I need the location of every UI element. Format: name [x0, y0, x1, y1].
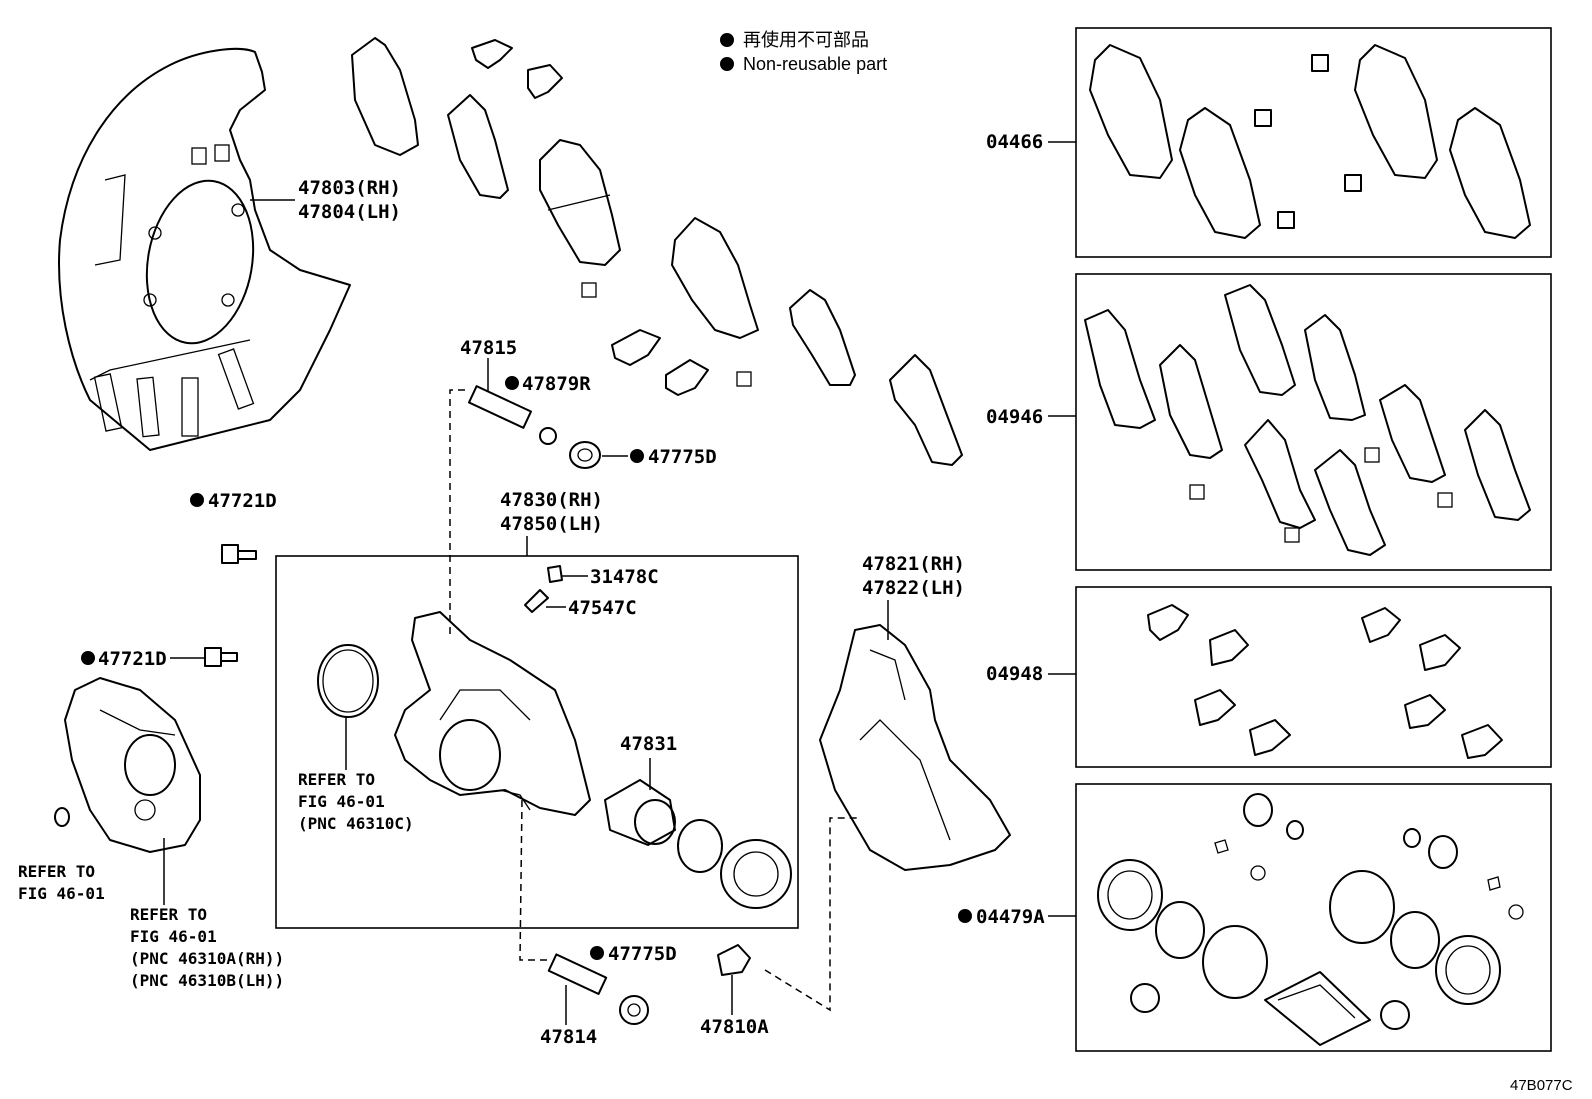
non-reusable-dot-icon: [720, 57, 734, 71]
kit-04948: 04948: [986, 586, 1552, 768]
label-47821: 47821(RH): [862, 553, 965, 575]
legend: 再使用不可部品 Non-reusable part: [720, 30, 887, 74]
label-47721D-left: 47721D: [98, 648, 167, 670]
label-47879R: 47879R: [522, 373, 591, 395]
legend-line-en: Non-reusable part: [743, 54, 887, 74]
kit-04479A: 04479A: [958, 783, 1552, 1052]
non-reusable-dot-icon: [720, 33, 734, 47]
non-reusable-dot-icon: [590, 946, 604, 960]
label-47775D-bottom: 47775D: [608, 943, 677, 965]
ref-b-line1: REFER TO: [18, 862, 95, 881]
kit-04946: 04946: [986, 273, 1552, 571]
label-04946: 04946: [986, 406, 1043, 428]
ref-a-line3: (PNC 46310C): [298, 814, 414, 833]
guide-pin-group: [468, 385, 601, 469]
pads-and-clips-exploded: [351, 37, 963, 466]
label-47815: 47815: [460, 337, 517, 359]
non-reusable-dot-icon: [505, 376, 519, 390]
label-47822: 47822(LH): [862, 577, 965, 599]
bolt-drawing: [221, 544, 257, 564]
label-47721D-top: 47721D: [208, 490, 277, 512]
dust-cover-drawing: [58, 47, 351, 451]
kit-04466: 04466: [986, 27, 1552, 258]
ref-c-line2: FIG 46-01: [130, 927, 217, 946]
label-47547C: 47547C: [568, 597, 637, 619]
label-47803: 47803(RH): [298, 177, 401, 199]
label-04466: 04466: [986, 131, 1043, 153]
ref-a-line2: FIG 46-01: [298, 792, 385, 811]
label-47831: 47831: [620, 733, 677, 755]
diagram-id: 47B077C: [1510, 1077, 1573, 1094]
ref-a-line1: REFER TO: [298, 770, 375, 789]
left-caliper-drawing: [54, 677, 201, 853]
ref-c-line4: (PNC 46310B(LH)): [130, 971, 284, 990]
label-47830: 47830(RH): [500, 489, 603, 511]
non-reusable-dot-icon: [958, 909, 972, 923]
label-47804: 47804(LH): [298, 201, 401, 223]
left-bolt-drawing: [204, 647, 238, 667]
ref-c-line3: (PNC 46310A(RH)): [130, 949, 284, 968]
non-reusable-dot-icon: [190, 493, 204, 507]
bleeder-group: [524, 565, 563, 613]
bottom-pin-drawing: [547, 944, 751, 1025]
ref-c-line1: REFER TO: [130, 905, 207, 924]
caliper-body-drawing: [394, 611, 591, 816]
ref-b-line2: FIG 46-01: [18, 884, 105, 903]
label-04948: 04948: [986, 663, 1043, 685]
piston-drawing: [604, 779, 792, 909]
caliper-bracket-drawing: [819, 624, 1011, 871]
label-47810A: 47810A: [700, 1016, 769, 1038]
legend-line-ja: 再使用不可部品: [743, 30, 869, 50]
label-47775D-top: 47775D: [648, 446, 717, 468]
label-04479A: 04479A: [976, 906, 1045, 928]
seal-ring-drawing: [317, 644, 379, 718]
non-reusable-dot-icon: [630, 449, 644, 463]
non-reusable-dot-icon: [81, 651, 95, 665]
label-47814: 47814: [540, 1026, 597, 1048]
label-47850: 47850(LH): [500, 513, 603, 535]
label-31478C: 31478C: [590, 566, 659, 588]
caliper-assembly-box: [275, 555, 799, 929]
